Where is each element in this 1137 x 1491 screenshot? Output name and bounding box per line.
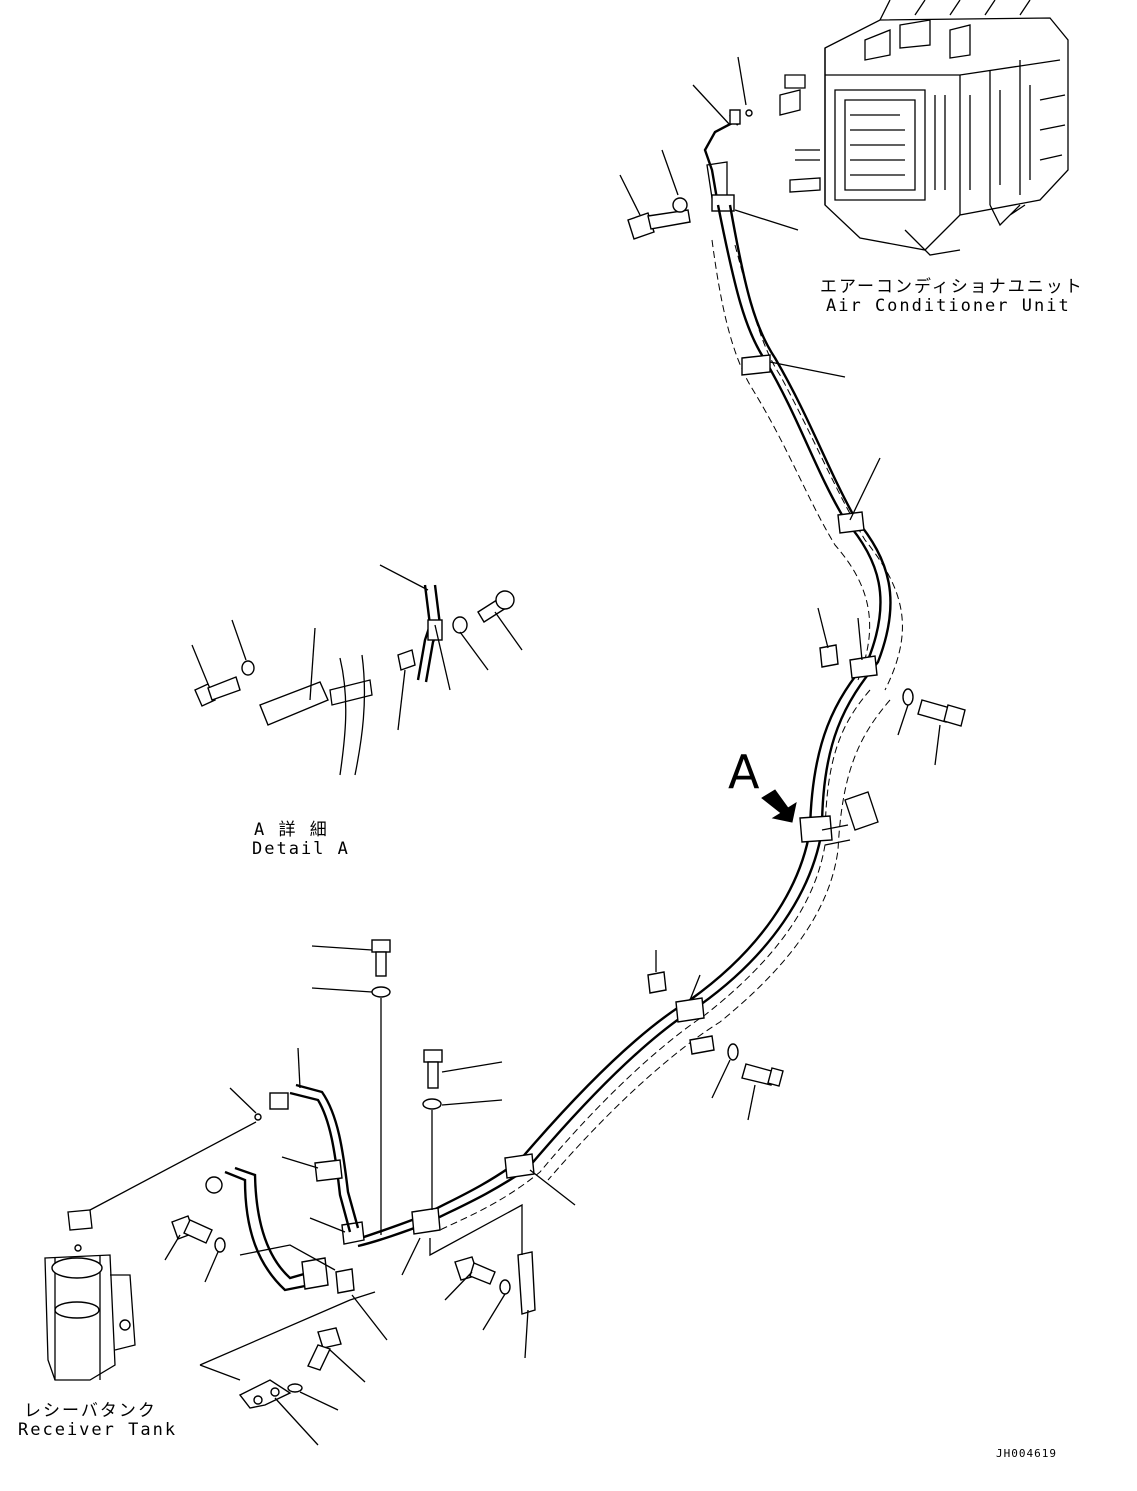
leader-lines — [89, 56, 941, 1446]
hardware-parts — [171, 109, 966, 1409]
detail-a-label-jp: A 詳 細 — [254, 820, 329, 840]
receiver-tank-label-jp: レシーバタンク — [24, 1401, 157, 1421]
air-conditioner-label-jp: エアーコンディショナユニット — [820, 277, 1084, 297]
receiver-tank — [44, 1209, 136, 1381]
view-letter-a: A — [728, 745, 760, 799]
receiver-tank-label-en: Receiver Tank — [18, 1420, 178, 1440]
air-conditioner-label-en: Air Conditioner Unit — [826, 296, 1071, 316]
air-conditioner-unit — [779, 0, 1069, 256]
refrigerant-pipe — [341, 109, 903, 1248]
drawing-id: JH004619 — [996, 1447, 1057, 1460]
detail-a-label-en: Detail A — [252, 839, 350, 859]
